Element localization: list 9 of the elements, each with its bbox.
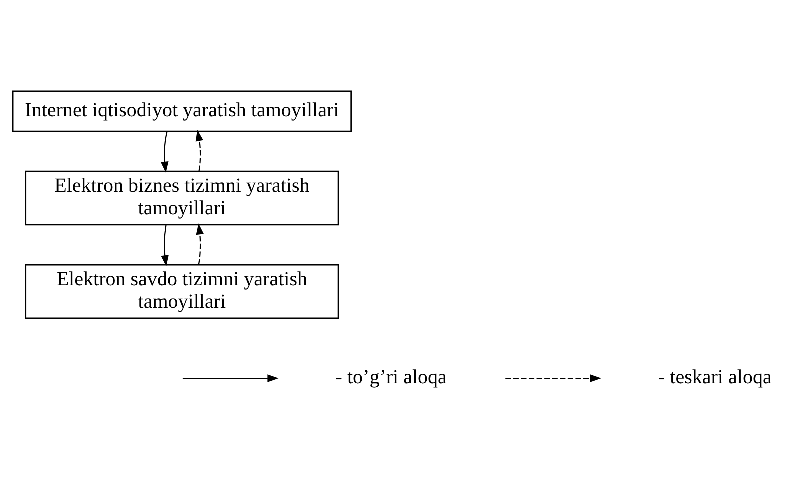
- node-box: Elektron biznes tizimni yaratish tamoyillari: [25, 170, 340, 226]
- arrow: [161, 132, 169, 173]
- node-box: Internet iqtisodiyot yaratish tamoyillari: [12, 90, 352, 132]
- arrow: [196, 130, 204, 172]
- legend-label: - to’g’ri aloqa: [336, 366, 447, 388]
- node-box: Elektron savdo tizimni yaratish tamoyillari: [25, 264, 340, 320]
- legend-label: - teskari aloqa: [658, 366, 772, 388]
- arrow: [196, 224, 204, 266]
- arrow: [161, 225, 169, 267]
